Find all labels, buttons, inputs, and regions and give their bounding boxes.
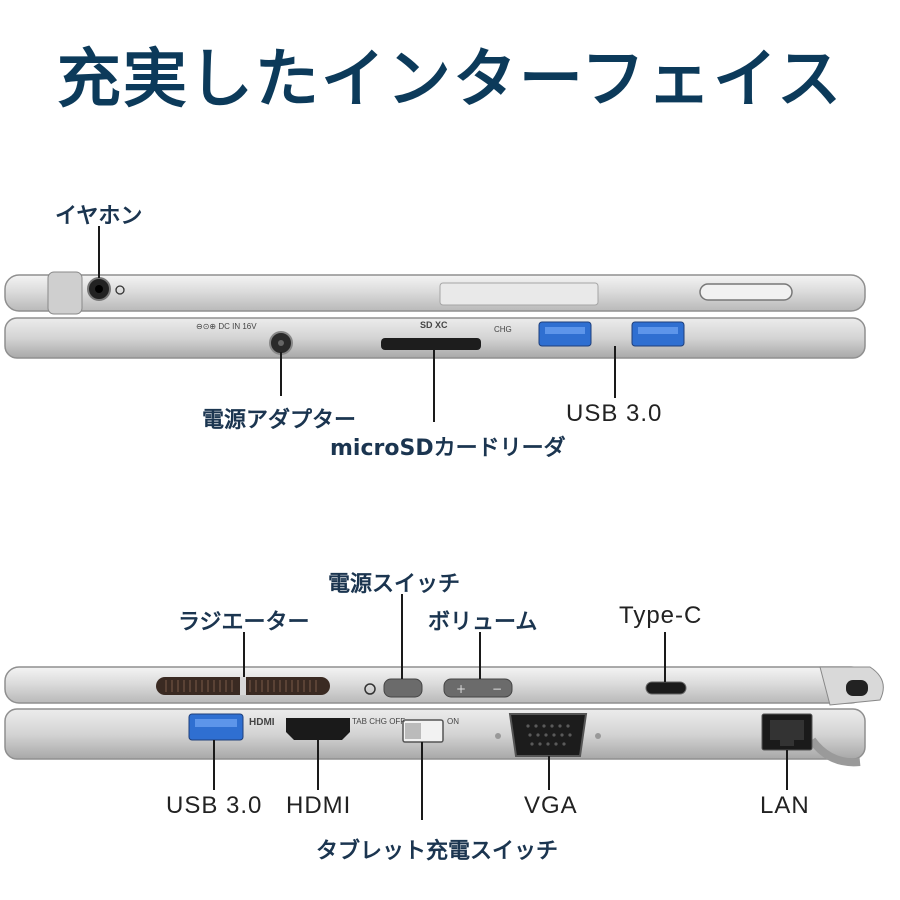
top-tablet-slot [439,282,599,306]
top-hinge-left [47,271,83,315]
leader-hdmi [317,740,319,790]
leader-volume [479,632,481,679]
leader-bottom-usb [213,740,215,790]
microsd-slot [381,338,481,350]
volume-rocker [443,678,513,698]
headphone-icon [115,285,125,295]
label-radiator: ラジエーター [178,610,310,635]
leader-vga [548,756,550,790]
leader-tablet-switch [421,742,423,820]
label-hdmi: HDMI [286,792,352,819]
tab-chg-marking: TAB CHG OFF [352,717,406,726]
leader-earphone [98,226,100,278]
dc-in-marking: ⊖⊙⊕ DC IN 16V [196,322,257,331]
leader-lan [786,750,788,790]
label-bottom-usb: USB 3.0 [166,792,263,819]
label-typec: Type-C [619,602,703,629]
power-switch-button [383,678,423,698]
power-icon [364,683,376,695]
chg-marking: CHG [494,325,512,334]
sd-logo: SD XC [420,320,448,330]
leader-typec [664,632,666,682]
typec-port [645,681,687,695]
bottom-tablet-edge [4,666,866,704]
on-marking: ON [447,717,459,726]
label-power-switch: 電源スイッチ [328,572,461,597]
vga-port [508,713,588,757]
svg-text:−: − [492,682,502,696]
label-earphone: イヤホン [55,204,143,229]
leader-microsd [433,350,435,422]
leader-top-usb [614,346,616,398]
label-top-usb: USB 3.0 [566,400,663,427]
label-microsd: microSDカードリーダ [330,436,566,461]
label-tablet-switch: タブレット充電スイッチ [316,839,559,864]
top-tablet-edge [4,274,866,312]
hdmi-logo: HDMI [249,717,275,728]
leader-power-adapter [280,352,282,396]
label-volume: ボリューム [428,610,538,635]
label-lan: LAN [760,792,810,819]
label-power-adapter: 電源アダプター [202,408,357,433]
label-vga: VGA [524,792,578,819]
top-tablet-button [699,283,793,301]
leader-radiator [243,632,245,677]
lock-slot [846,680,868,696]
hdmi-port [286,718,350,740]
svg-text:+: + [456,682,466,696]
leader-power-switch [401,594,403,679]
page-title: 充実したインターフェイス [56,43,844,117]
